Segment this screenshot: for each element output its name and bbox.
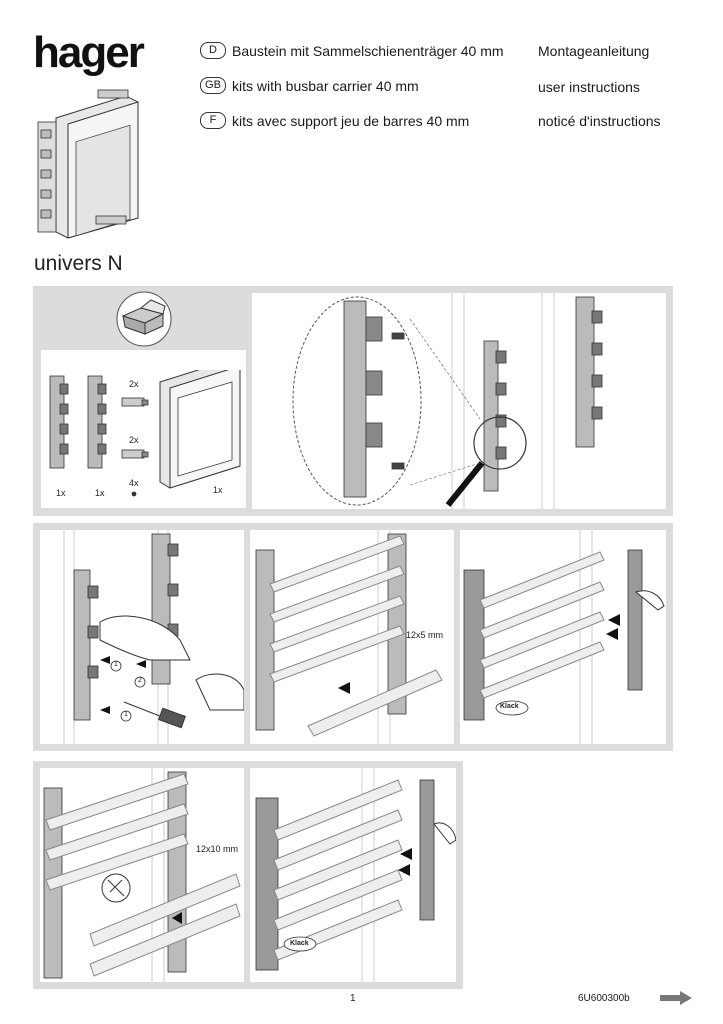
busbar-size-label: 12x10 mm <box>196 844 239 854</box>
carrier-mounting-illustration <box>292 293 603 509</box>
contents-illustration <box>49 370 241 497</box>
step-marker: 1 <box>114 661 118 668</box>
instructions-fr: noticé d'instructions <box>538 113 661 129</box>
lang-row-gb: GB kits with busbar carrier 40 mm <box>200 77 419 94</box>
title-de: Baustein mit Sammelschienenträger 40 mm <box>232 42 504 59</box>
click-label: Klack <box>290 940 309 947</box>
open-box-icon <box>116 291 172 347</box>
page-number: 1 <box>350 993 356 1004</box>
busbar-10mm-illustration <box>43 768 241 982</box>
instructions-de: Montageanleitung <box>538 43 650 59</box>
instructions-gb: user instructions <box>538 79 640 95</box>
final-cover-illustration <box>255 768 456 982</box>
carrier-install-illustration <box>63 530 244 744</box>
lang-badge-gb: GB <box>200 77 226 94</box>
step-marker: 2 <box>138 677 142 684</box>
lang-row-de: D Baustein mit Sammelschienenträger 40 m… <box>200 42 504 59</box>
busbar-insert-illustration <box>255 530 443 744</box>
title-gb: kits with busbar carrier 40 mm <box>232 77 419 94</box>
qty-label: 1x <box>213 485 223 495</box>
qty-label: 2x <box>129 435 139 445</box>
next-page-arrow-icon <box>660 991 692 1005</box>
document-code: 6U600300b <box>578 993 630 1004</box>
title-fr: kits avec support jeu de barres 40 mm <box>232 112 470 129</box>
lang-badge-de: D <box>200 42 226 59</box>
qty-label: 1x <box>56 488 66 498</box>
product-illustration <box>37 89 139 239</box>
qty-label: 4x <box>129 478 139 488</box>
hager-logo: hager <box>33 28 145 77</box>
qty-label: 1x <box>95 488 105 498</box>
lang-badge-fr: F <box>200 112 226 129</box>
click-label: Klack <box>500 703 519 710</box>
step-marker: 1 <box>124 711 128 718</box>
cover-click-illustration <box>463 530 665 744</box>
product-name: univers N <box>34 252 123 275</box>
qty-label: 2x <box>129 379 139 389</box>
lang-row-fr: F kits avec support jeu de barres 40 mm <box>200 112 469 129</box>
busbar-size-label: 12x5 mm <box>406 630 444 640</box>
